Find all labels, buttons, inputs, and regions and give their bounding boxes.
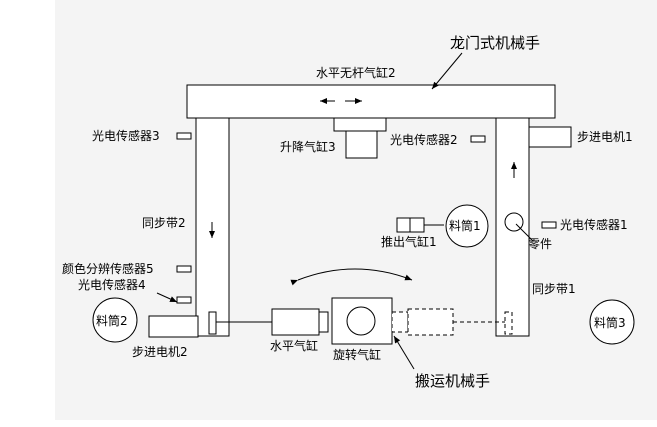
sync-belt-1-label: 同步带1 bbox=[532, 282, 576, 296]
material-cylinder-2 bbox=[92, 297, 138, 343]
lift-cylinder-label: 升降气缸3 bbox=[280, 139, 336, 154]
material-cylinder-2-label: 料筒2 bbox=[96, 313, 128, 328]
diagram-background bbox=[55, 0, 657, 420]
stepper-motor-2-label: 步进电机2 bbox=[132, 345, 188, 359]
color-sensor-5-label: 颜色分辨传感器5 bbox=[62, 261, 154, 276]
lift-cylinder-body bbox=[345, 130, 378, 159]
photo-sensor-4-label: 光电传感器4 bbox=[78, 277, 146, 292]
sync-belt-2-label: 同步带2 bbox=[142, 216, 186, 230]
sensor-4-pointer bbox=[156, 292, 178, 303]
photo-sensor-3 bbox=[176, 132, 192, 140]
photo-sensor-3-label: 光电传感器3 bbox=[92, 128, 160, 143]
transfer-manipulator-label: 搬运机械手 bbox=[415, 372, 490, 390]
part-pointer bbox=[515, 223, 534, 242]
extension-dashed-2 bbox=[407, 308, 454, 336]
part-label: 零件 bbox=[528, 237, 552, 251]
transfer-manipulator-pointer bbox=[393, 335, 415, 370]
photo-sensor-4 bbox=[176, 296, 192, 304]
photo-sensor-1-label: 光电传感器1 bbox=[560, 217, 628, 232]
material-cylinder-3-label: 料筒3 bbox=[594, 315, 626, 330]
material-cylinder-3 bbox=[589, 299, 635, 345]
rotary-cylinder-label: 旋转气缸 bbox=[333, 347, 381, 362]
photo-sensor-2-label: 光电传感器2 bbox=[390, 132, 458, 147]
color-sensor-5 bbox=[176, 265, 192, 273]
gantry-title-pointer bbox=[431, 52, 463, 90]
horizontal-cylinder-label: 水平气缸 bbox=[270, 338, 318, 353]
rotary-cylinder-circle bbox=[346, 306, 376, 336]
horizontal-cylinder-body bbox=[271, 308, 320, 336]
photo-sensor-1 bbox=[541, 221, 557, 229]
stepper-motor-1-label: 步进电机1 bbox=[577, 130, 633, 144]
gantry-top-beam bbox=[186, 84, 556, 119]
rodless-cylinder-label: 水平无杆气缸2 bbox=[316, 65, 396, 80]
photo-sensor-2 bbox=[470, 135, 486, 143]
rotation-arc bbox=[290, 268, 413, 286]
lift-cylinder-head bbox=[333, 117, 387, 132]
material-cylinder-1 bbox=[445, 204, 489, 248]
push-cylinder-1-label: 推出气缸1 bbox=[381, 234, 437, 249]
gantry-title: 龙门式机械手 bbox=[450, 34, 540, 52]
left-slider bbox=[208, 311, 217, 335]
right-slider-dashed bbox=[504, 311, 513, 335]
stepper-motor-2 bbox=[148, 315, 199, 338]
horizontal-cylinder-end bbox=[318, 311, 329, 333]
material-cylinder-1-label: 料筒1 bbox=[449, 218, 481, 233]
stepper-motor-1 bbox=[528, 126, 572, 148]
extension-dashed-1 bbox=[391, 311, 409, 333]
